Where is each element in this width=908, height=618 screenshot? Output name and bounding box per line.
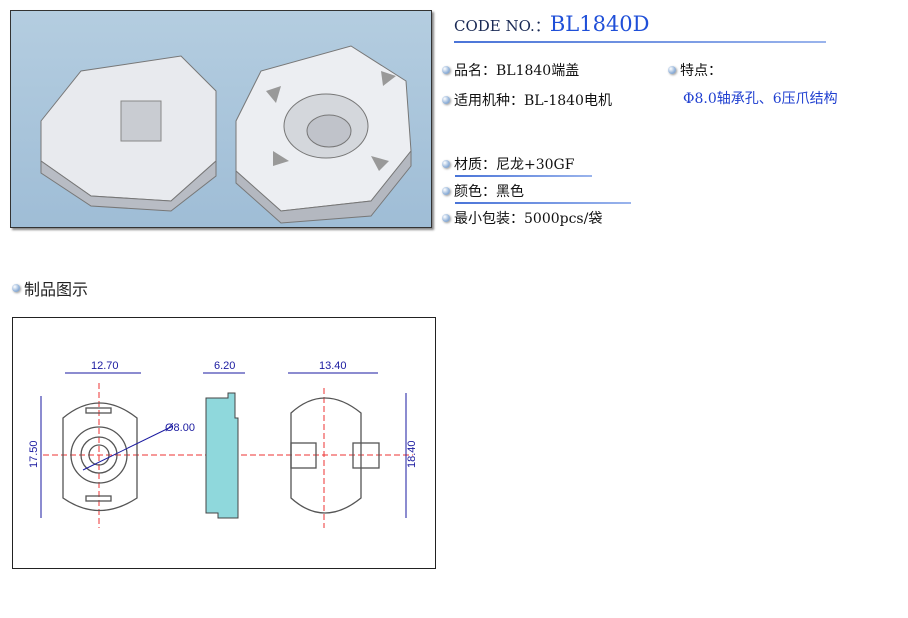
bullet-icon xyxy=(12,284,20,292)
spec-material: 材质：尼龙+30GF xyxy=(442,154,574,174)
technical-drawing: 12.70 17.50 Ø8.00 6.20 13.40 18.40 xyxy=(12,317,436,569)
dim-back-height: 18.40 xyxy=(406,440,418,468)
product-render xyxy=(40,45,412,224)
spec-name: 品名：BL1840端盖 xyxy=(442,60,579,80)
back-view xyxy=(290,397,380,514)
bullet-icon xyxy=(442,160,450,168)
bullet-icon xyxy=(442,214,450,222)
dim-side-width: 6.20 xyxy=(214,360,235,372)
dim-front-height: 17.50 xyxy=(28,440,40,468)
spec-material-text: 材质：尼龙+30GF xyxy=(454,157,575,173)
features-label: 特点： xyxy=(668,60,722,80)
features-text: Φ8.0轴承孔、6压爪结构 xyxy=(683,91,838,107)
divider xyxy=(455,202,631,204)
side-view xyxy=(205,392,239,519)
section-heading: 制品图示 xyxy=(12,276,88,300)
section-title: 制品图示 xyxy=(24,280,89,299)
spec-color: 颜色：黑色 xyxy=(442,181,524,201)
dim-front-width: 12.70 xyxy=(91,360,119,372)
divider xyxy=(454,41,826,43)
spec-packing-text: 最小包装：5000pcs/袋 xyxy=(454,211,603,227)
code-number: CODE NO.：BL1840D xyxy=(454,12,650,36)
product-photo xyxy=(10,10,432,228)
spec-name-text: 品名：BL1840端盖 xyxy=(454,63,580,79)
bullet-icon xyxy=(442,187,450,195)
code-label: CODE NO.： xyxy=(454,17,550,35)
dim-back-width: 13.40 xyxy=(319,360,347,372)
dim-bore: Ø8.00 xyxy=(165,422,195,434)
spec-color-text: 颜色：黑色 xyxy=(454,184,524,200)
divider xyxy=(455,175,592,177)
drawing-svg: 12.70 17.50 Ø8.00 6.20 13.40 18.40 xyxy=(28,360,418,528)
spec-motor-text: 适用机种：BL-1840电机 xyxy=(454,93,612,109)
features-label-text: 特点： xyxy=(680,63,722,79)
code-value: BL1840D xyxy=(549,12,650,36)
spec-motor: 适用机种：BL-1840电机 xyxy=(442,90,612,110)
front-view xyxy=(62,402,138,512)
bullet-icon xyxy=(442,96,450,104)
bullet-icon xyxy=(668,66,676,74)
bullet-icon xyxy=(442,66,450,74)
spec-packing: 最小包装：5000pcs/袋 xyxy=(442,208,602,228)
